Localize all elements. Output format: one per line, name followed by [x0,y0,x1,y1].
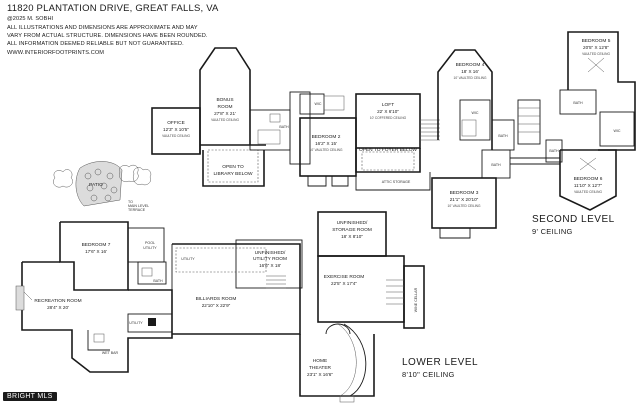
bonus-room-label-1: BONUS [216,97,233,103]
bath-label-2: BATH [498,134,508,138]
bonus-room-dims: 27'8" X 21' [214,111,236,116]
pool-utility-walls [127,227,165,263]
bedroom-6-label: BEDROOM 6 [574,176,603,182]
wine-cellar-label: WINE CELLAR [414,287,418,312]
billiards-room-dims: 22'10" X 22'9" [202,303,231,308]
bedroom-4-ceiling: 10' VAULTED CEILING [454,76,487,80]
home-theater-walls [299,334,375,397]
office-ceiling: VAULTED CEILING [162,134,190,138]
copyright: @2025 M. SOBHI [7,16,54,22]
billiards-room-label: BILLIARDS ROOM [196,296,237,302]
terrace-note-1: TO [128,200,133,204]
bath-label-1: BATH [279,125,289,129]
home-theater-label-1: HOME [313,358,327,364]
pool-utility-label-1: POOL [145,241,155,245]
wine-cellar-walls [403,265,425,329]
bedroom-2-dims: 16'2" X 15' [315,141,337,146]
attic-storage-walls [355,172,431,191]
bedroom-6-ceiling: VAULTED CEILING [574,190,602,194]
wic-label-1: WIC [315,102,322,106]
unfinished-storage-dims: 18' X 8'10" [341,234,363,239]
utility-label-1: UTILITY [129,321,143,325]
wic-label-3: WIC [614,129,621,133]
disclaimer-line-1: ALL ILLUSTRATIONS AND DIMENSIONS ARE APP… [7,25,198,31]
attic-storage-label: ATTIC STORAGE [382,180,411,184]
bedroom-7-walls [59,221,129,291]
bonus-room-ceiling: VAULTED CEILING [211,118,239,122]
exercise-room-dims: 22'5" X 17'4" [331,281,357,286]
office-label: OFFICE [167,120,185,126]
bedroom-7-dims: 17'6" X 16' [85,249,107,254]
unfinished-storage-label-1: UNFINISHED/ [337,220,368,226]
website: WWW.INTERIORFOOTPRINTS.COM [7,50,105,56]
lower-bath-walls [137,261,167,285]
bedroom-4-dims: 18' X 16' [461,69,479,74]
bedroom-5-label: BEDROOM 5 [582,38,611,44]
lower-level-plan [15,161,425,403]
disclaimer-line-2: VARY FROM ACTUAL STRUCTURE. DIMENSIONS H… [7,33,208,39]
second-level-ceiling: 9' CEILING [532,227,573,236]
disclaimer-line-3: ALL INFORMATION DEEMED RELIABLE BUT NOT … [7,41,184,47]
patio-label: PATIO [89,182,103,188]
unfinished-utility-dims: 16'6" X 18' [259,263,281,268]
pool-utility-label-2: UTILITY [143,246,157,250]
home-theater-dims: 23'1" X 16'6" [307,372,333,377]
bedroom-5-dims: 20'5" X 12'8" [583,45,609,50]
second-level-title: SECOND LEVEL [532,214,615,225]
bedroom-3-ceiling: 10' VAULTED CEILING [448,204,481,208]
library-open-label-1: OPEN TO [222,164,244,170]
unfinished-storage-label-2: STORAGE ROOM [332,227,372,233]
bedroom-6-dims: 11'10" X 12'7" [574,183,603,188]
lower-bath-label: BATH [153,279,163,283]
loft-label: LOFT [382,102,394,108]
wic-label-2: WIC [472,111,479,115]
terrace-note-2: MAIN LEVEL [128,204,149,208]
bedroom-6-walls [559,149,617,211]
recreation-room-walls [21,262,173,373]
bedroom-5-walls [567,31,636,151]
second-level-plan [151,31,636,239]
bonus-room-label-2: ROOM [218,104,233,110]
exercise-room-label: EXERCISE ROOM [324,274,365,280]
bedroom-2-ceiling: 10' VAULTED CEILING [310,148,343,152]
foyer-open-label: OPEN TO FOYER BELOW [359,147,417,153]
recreation-room-dims: 28'4" X 20' [47,305,69,310]
patio-surface [75,161,123,207]
wet-bar-counter [87,330,110,351]
foyer-opening-walls [355,148,421,173]
bath-label-4: BATH [573,101,583,105]
unfinished-utility-label-2: UTILITY ROOM [253,256,287,262]
lower-level-title: LOWER LEVEL [402,357,479,368]
loft-ceiling: 10' COFFERED CEILING [370,116,407,120]
terrace-note-3: TERRACE [128,208,146,212]
bedroom-2-label: BEDROOM 2 [312,134,341,140]
bedroom-5-ceiling: VAULTED CEILING [582,52,610,56]
plan-title: 11820 PLANTATION DRIVE, GREAT FALLS, VA [7,3,219,14]
wet-bar-label: WET BAR [102,351,119,355]
bedroom-3-dims: 21'1" X 20'10" [450,197,479,202]
loft-dims: 22' X 6'10" [377,109,399,114]
loft-walls [355,93,421,149]
recreation-room-label: RECREATION ROOM [34,298,81,304]
bedroom-2-walls [299,117,357,177]
bath-label-3: BATH [491,163,501,167]
bedroom-3-walls [431,177,497,229]
office-dims: 12'3" X 10'5" [163,127,189,132]
unfinished-utility-label-1: UNFINISHED/ [255,250,286,256]
bath-label-5: BATH [549,149,559,153]
bedroom-4-walls [437,49,493,150]
bedroom-7-label: BEDROOM 7 [82,242,111,248]
utility-label-2: UTILITY [181,257,195,261]
lower-level-ceiling: 8'10" CEILING [402,370,455,379]
bonus-room-walls [199,47,251,154]
bedroom-4-label: BEDROOM 4 [456,62,485,68]
bedroom-3-label: BEDROOM 3 [450,190,479,196]
mls-watermark: BRIGHT MLS [3,392,57,401]
home-theater-label-2: THEATER [309,365,332,371]
exercise-room-walls [317,255,405,323]
library-open-label-2: LIBRARY BELOW [213,171,252,177]
library-opening-walls [202,150,265,187]
tree-icons [53,164,152,188]
